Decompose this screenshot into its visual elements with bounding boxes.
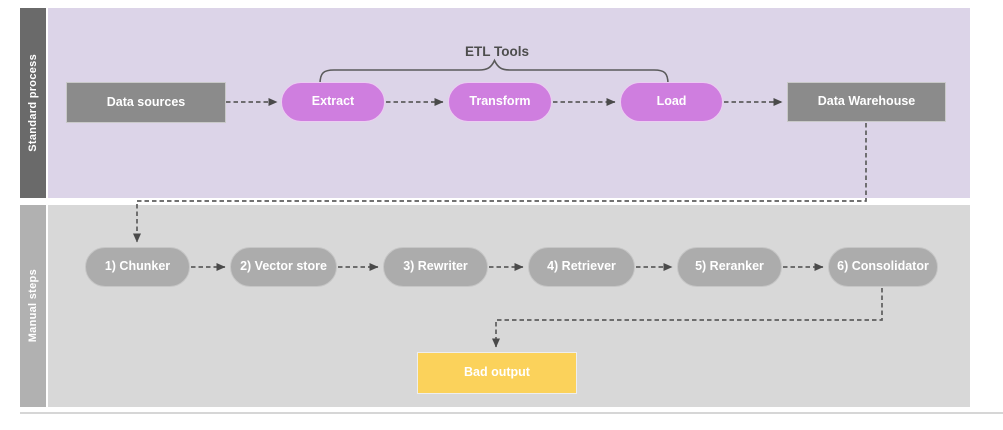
node-chunker: 1) Chunker: [85, 247, 190, 287]
node-data-sources: Data sources: [66, 82, 226, 123]
node-consolidator: 6) Consolidator: [828, 247, 938, 287]
node-reranker-label: 5) Reranker: [695, 259, 764, 274]
node-retriever-label: 4) Retriever: [547, 259, 616, 274]
bottom-divider-line: [20, 412, 1003, 414]
etl-tools-label: ETL Tools: [465, 44, 529, 59]
node-data-warehouse: Data Warehouse: [787, 82, 946, 122]
node-chunker-label: 1) Chunker: [104, 259, 171, 274]
node-vector-store-label: 2) Vector store: [240, 259, 327, 274]
node-load-label: Load: [656, 94, 687, 109]
lane-standard-process-label: Standard process: [27, 54, 39, 152]
node-extract-label: Extract: [311, 94, 355, 109]
lane-manual-steps-bar: Manual steps: [20, 205, 46, 407]
node-reranker: 5) Reranker: [677, 247, 782, 287]
lane-standard-process-bar: Standard process: [20, 8, 46, 198]
node-data-warehouse-label: Data Warehouse: [817, 94, 916, 109]
node-retriever: 4) Retriever: [528, 247, 635, 287]
lane-manual-steps-label: Manual steps: [27, 269, 39, 343]
node-consolidator-label: 6) Consolidator: [837, 259, 929, 274]
node-load: Load: [620, 82, 723, 122]
node-extract: Extract: [281, 82, 385, 122]
node-transform-label: Transform: [469, 94, 531, 109]
node-rewriter: 3) Rewriter: [383, 247, 488, 287]
node-bad-output: Bad output: [417, 352, 577, 394]
node-data-sources-label: Data sources: [106, 94, 186, 109]
node-vector-store: 2) Vector store: [230, 247, 337, 287]
node-transform: Transform: [448, 82, 552, 122]
node-bad-output-label: Bad output: [464, 365, 530, 380]
node-rewriter-label: 3) Rewriter: [403, 259, 468, 274]
